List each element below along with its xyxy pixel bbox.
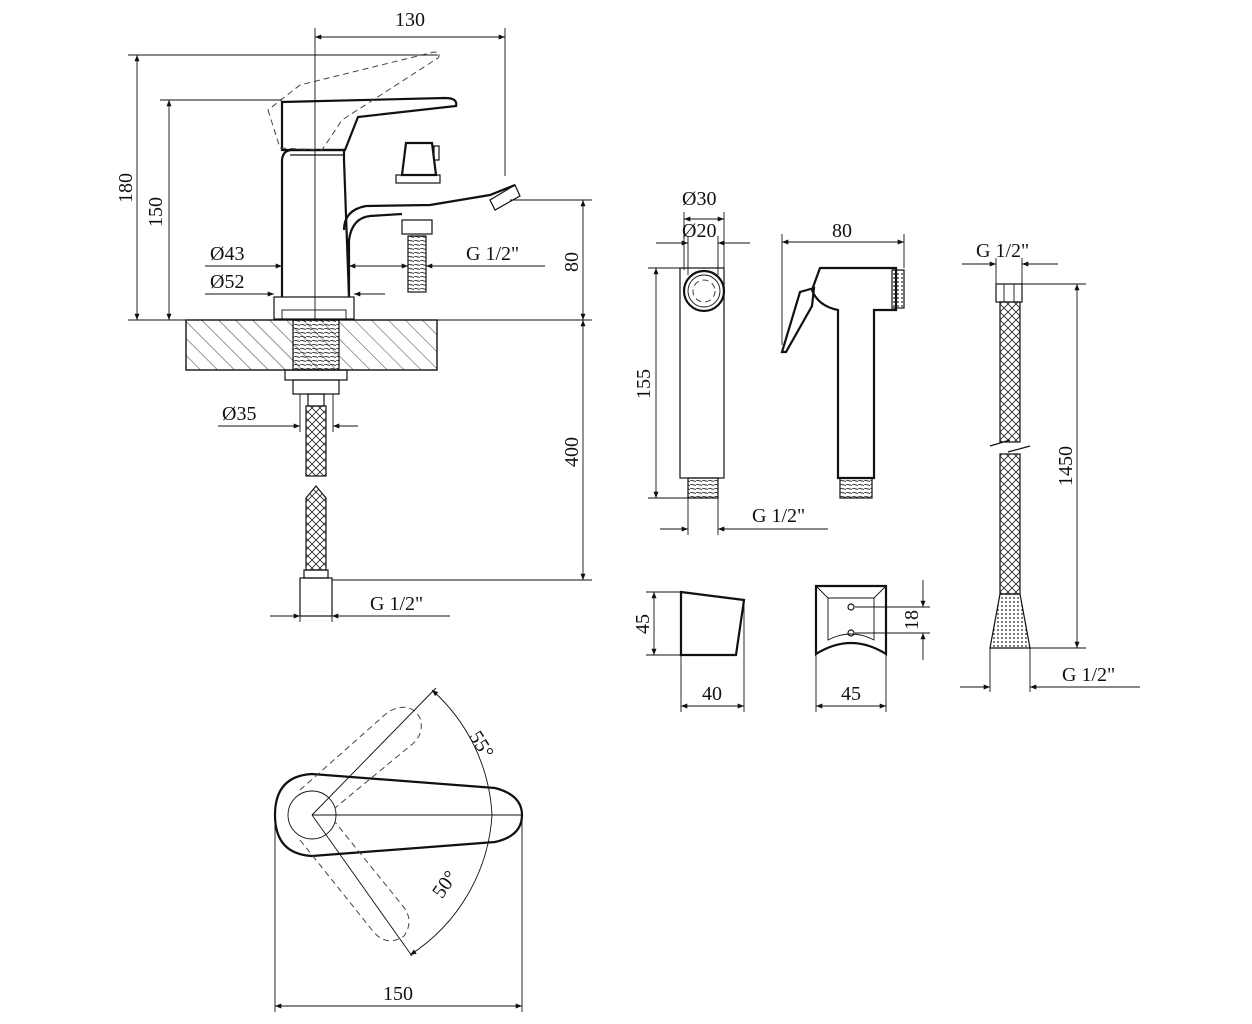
dim-hose-thread-top: G 1/2": [976, 240, 1029, 262]
dim-holder-height: 45: [632, 614, 654, 634]
shower-hose: G 1/2" 1450 G 1/2": [960, 240, 1140, 692]
dim-mixer-height-body: 150: [145, 197, 167, 227]
dim-top-view-length: 150: [383, 983, 413, 1005]
dim-holder-front-width: 45: [841, 683, 861, 705]
dim-diameter-35: Ø35: [222, 403, 256, 425]
shower-head-outer: [682, 269, 726, 313]
supply-hose-upper: [305, 405, 327, 477]
base-flange: [273, 296, 355, 320]
hose-top-nut: [995, 283, 1023, 303]
dim-hose-length: 1450: [1055, 446, 1077, 486]
dim-lever-angle-front: 50°: [428, 867, 462, 903]
dim-shower-thread: G 1/2": [752, 505, 805, 527]
wall-holder-side-view: 45 40: [632, 590, 746, 712]
dim-spout-thread: G 1/2": [466, 243, 519, 265]
dim-diameter-52: Ø52: [210, 271, 244, 293]
dim-supply-hose-length: 400: [561, 437, 583, 467]
dim-shower-width: 80: [832, 220, 852, 242]
dim-diameter-43: Ø43: [210, 243, 244, 265]
hose-bottom-cone: [989, 593, 1031, 649]
dim-supply-hose-thread: G 1/2": [370, 593, 423, 615]
mixer-side-view: 130 180 150 Ø43 Ø52 G 1/2" 80 Ø35: [115, 9, 592, 622]
lever-raised-outline: [267, 51, 440, 151]
mixer-lever: [280, 96, 458, 152]
dim-holder-hole-spacing: 18: [901, 610, 923, 630]
dim-shower-diameter-20: Ø20: [682, 220, 716, 242]
dim-shower-diameter-30: Ø30: [682, 188, 716, 210]
hand-shower-side-view: 80: [780, 220, 905, 499]
diverter-knob: [400, 141, 438, 177]
mixer-top-view: 55° 50° 150: [273, 687, 524, 1012]
wall-holder-front-view: 18 45: [814, 580, 930, 712]
dim-shower-length: 155: [633, 369, 655, 399]
mounting-thread: [292, 319, 340, 371]
spout-outlet-fitting: [401, 219, 433, 235]
dim-mixer-width: 130: [395, 9, 425, 31]
hand-shower-front-view: Ø30 Ø20 155 G 1/2": [633, 188, 828, 535]
supply-hose-nut: [299, 577, 333, 617]
dim-lever-angle-back: 55°: [464, 727, 497, 762]
dim-spout-height: 80: [561, 252, 583, 272]
shower-trigger: [780, 286, 816, 354]
dim-mixer-height-total: 180: [115, 173, 137, 203]
dim-hose-thread-bottom: G 1/2": [1062, 664, 1115, 686]
dim-holder-depth: 40: [702, 683, 722, 705]
mixer-body: [280, 148, 351, 298]
